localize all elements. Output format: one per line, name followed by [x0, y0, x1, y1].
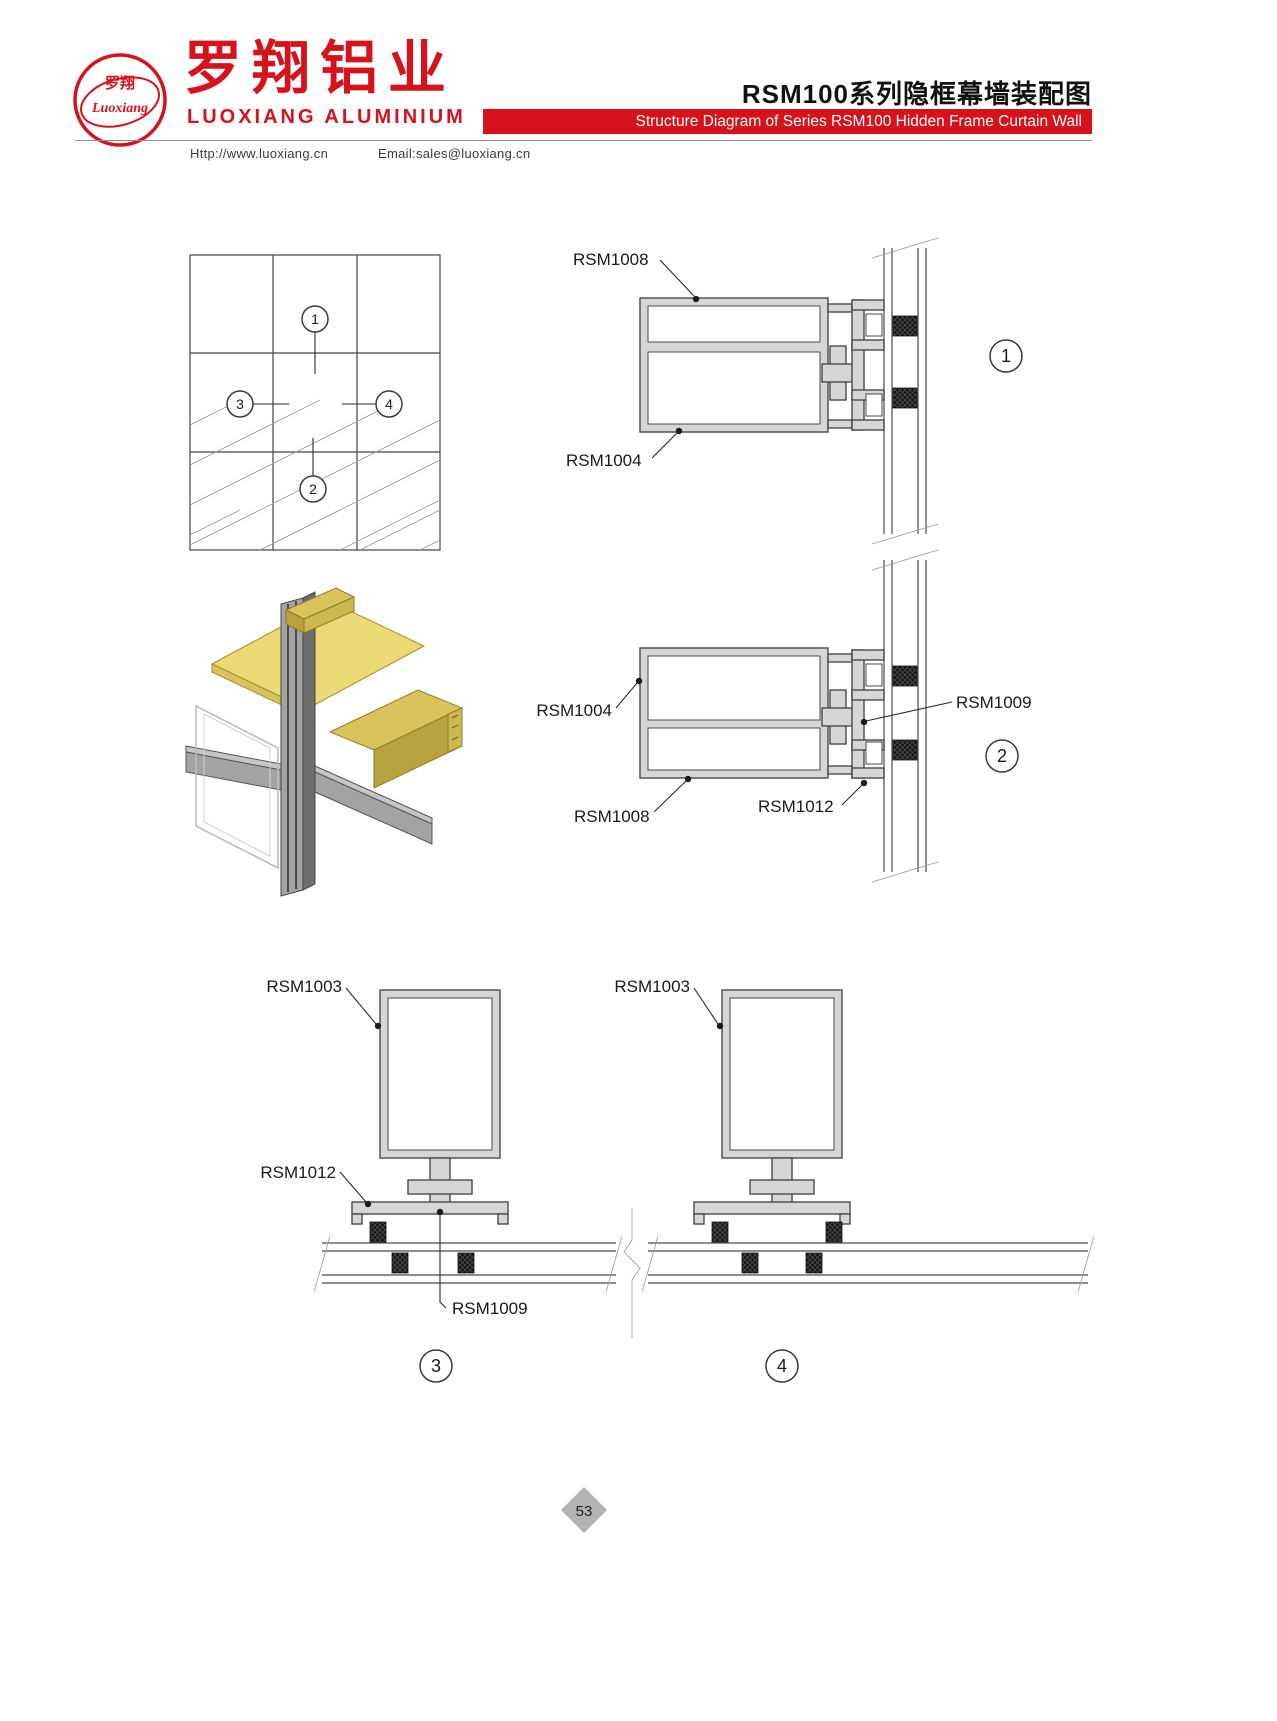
callout-3-number: 3 — [236, 396, 244, 412]
label-rsm1004-detail-1: RSM1004 — [566, 427, 683, 470]
svg-text:RSM1008: RSM1008 — [573, 250, 649, 269]
glass-panel-front-outline — [195, 704, 279, 870]
detail-section-1: RSM1008 RSM1004 1 — [566, 237, 1023, 545]
label-rsm1008-detail-1: RSM1008 — [573, 250, 700, 303]
svg-text:RSM1012: RSM1012 — [260, 1163, 336, 1182]
header-divider — [75, 140, 1092, 141]
company-logo: 罗翔 Luoxiang — [70, 50, 170, 150]
elevation-diagram: 1 2 3 4 — [189, 254, 441, 551]
contact-line: Http://www.luoxiang.cn Email:sales@luoxi… — [190, 146, 530, 161]
vertical-mullion — [280, 591, 316, 897]
glass-hatch — [190, 399, 440, 550]
svg-text:RSM1009: RSM1009 — [956, 693, 1032, 712]
label-rsm1003-detail-3: RSM1003 — [266, 977, 382, 1030]
label-rsm1004-detail-2: RSM1004 — [536, 677, 643, 720]
detail-section-2: RSM1004 RSM1009 RSM1008 RSM1012 — [536, 549, 1032, 883]
website-text: Http://www.luoxiang.cn — [190, 146, 329, 161]
company-name-en: LUOXIANG ALUMINIUM — [187, 106, 466, 128]
isometric-3d-view — [185, 587, 464, 897]
label-rsm1009-detail-3: RSM1009 — [436, 1208, 528, 1318]
elevation-callout-2: 2 — [299, 438, 327, 503]
email-text: Email:sales@luoxiang.cn — [378, 146, 531, 161]
label-rsm1012-detail-3: RSM1012 — [260, 1163, 372, 1208]
logo-icon: 罗翔 Luoxiang — [73, 53, 167, 147]
elevation-callout-3: 3 — [226, 390, 289, 418]
elevation-callout-4: 4 — [342, 390, 403, 418]
company-name-cn: 罗翔铝业 — [184, 36, 457, 101]
logo-script-text: Luoxiang — [91, 101, 148, 116]
svg-text:RSM1003: RSM1003 — [266, 977, 342, 996]
transom-profile-detail-1 — [639, 297, 885, 433]
svg-text:RSM1009: RSM1009 — [452, 1299, 528, 1318]
svg-text:4: 4 — [777, 1356, 787, 1376]
detail-4-callout: 4 — [765, 1349, 799, 1383]
svg-text:3: 3 — [431, 1356, 441, 1376]
glass-unit-detail-2 — [871, 549, 939, 883]
label-rsm1003-detail-4: RSM1003 — [614, 977, 724, 1030]
logo-cn-text: 罗翔 — [105, 74, 135, 92]
label-rsm1008-detail-2: RSM1008 — [574, 775, 692, 826]
label-rsm1012-detail-2: RSM1012 — [758, 779, 868, 816]
transom-profile-detail-2 — [639, 647, 885, 779]
page-number-diamond: 53 — [561, 1487, 607, 1533]
mullion-profile-detail-3 — [351, 989, 509, 1274]
document-title-en-bar: Structure Diagram of Series RSM100 Hidde… — [483, 109, 1092, 134]
svg-text:RSM1004: RSM1004 — [566, 451, 642, 470]
svg-text:2: 2 — [997, 746, 1007, 766]
callout-1-number: 1 — [311, 311, 319, 327]
detail-section-4: RSM1003 4 — [614, 977, 851, 1383]
mullion-profile-detail-4 — [693, 989, 851, 1274]
callout-4-number: 4 — [385, 396, 393, 412]
svg-text:RSM1003: RSM1003 — [614, 977, 690, 996]
bottom-glass-run-left — [313, 1235, 623, 1293]
svg-text:RSM1004: RSM1004 — [536, 701, 612, 720]
bottom-glass-run-right — [641, 1235, 1095, 1293]
document-title-cn: RSM100系列隐框幕墙装配图 — [741, 79, 1092, 109]
detail-1-callout: 1 — [989, 339, 1023, 373]
svg-text:1: 1 — [1001, 346, 1011, 366]
page-number: 53 — [576, 1503, 593, 1520]
callout-2-number: 2 — [309, 481, 317, 497]
gold-mullion-cap — [284, 587, 356, 634]
break-line — [623, 1208, 641, 1338]
detail-section-3: RSM1003 RSM1012 RSM1009 3 — [260, 977, 528, 1383]
svg-text:RSM1012: RSM1012 — [758, 797, 834, 816]
svg-text:RSM1008: RSM1008 — [574, 807, 650, 826]
detail-2-callout: 2 — [985, 739, 1019, 773]
gold-transom-tube — [328, 689, 464, 789]
detail-3-callout: 3 — [419, 1349, 453, 1383]
diagram-canvas: 1 2 3 4 — [185, 237, 1095, 1533]
elevation-callout-1: 1 — [301, 305, 329, 374]
transom-arm-left — [185, 745, 282, 791]
label-rsm1009-detail-2: RSM1009 — [860, 693, 1032, 726]
